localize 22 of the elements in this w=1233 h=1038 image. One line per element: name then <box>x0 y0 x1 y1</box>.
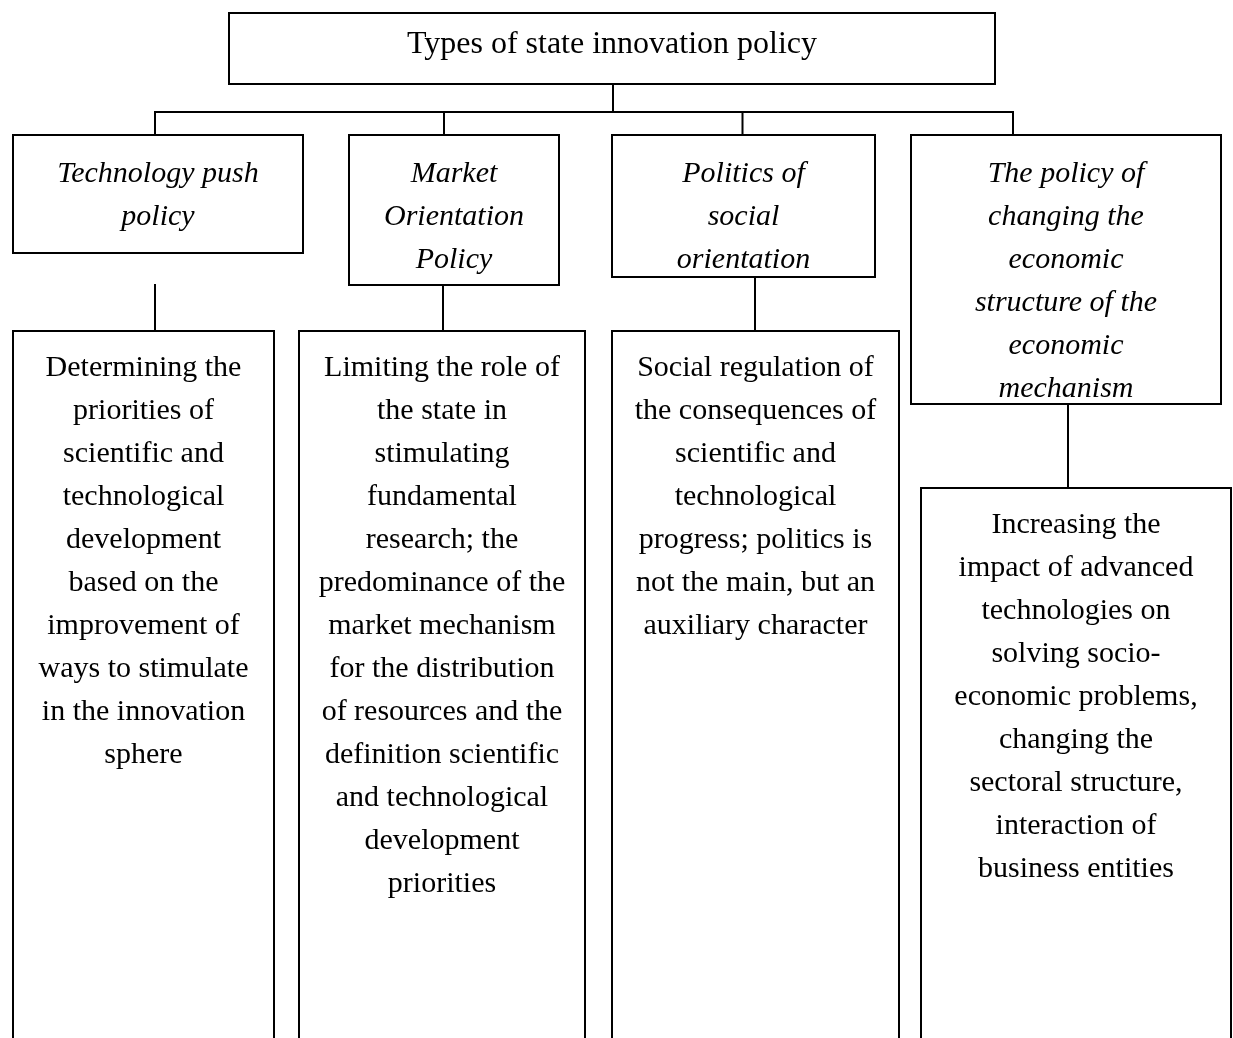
description-box <box>298 330 586 1038</box>
connector-line <box>754 277 756 331</box>
policy-type-box <box>910 134 1222 405</box>
root-label: Types of state innovation policy <box>406 23 818 62</box>
policy-description: Increasing the impact of advanced technologies on solving socio-economic problems, changing the sectoral structure, interaction of business entities <box>953 505 1199 885</box>
connector-line <box>154 283 156 331</box>
policy-type-label: The policy of changing the economic structure of the economic mechanism <box>973 154 1159 403</box>
description-box <box>12 330 275 1038</box>
description-box <box>611 330 900 1038</box>
title-box <box>228 12 996 85</box>
policy-type-box <box>348 134 560 286</box>
description-box <box>920 487 1232 1038</box>
connector-line <box>442 285 444 331</box>
policy-type-label: Market Orientation Policy <box>383 154 525 276</box>
policy-description: Limiting the role of the state in stimulating fundamental research; the predominance of the market mechanism for the distribution of resources and the definition scientific and technological development priorities <box>318 348 566 900</box>
policy-type-label: Technology push policy <box>56 154 260 233</box>
policy-type-label: Politics of social orientation <box>675 154 812 276</box>
policy-description: Determining the priorities of scientific and technological development based on the improvement of ways to stimulate in the innovation sphere <box>37 348 250 771</box>
policy-type-box <box>12 134 304 254</box>
connector-line <box>1067 404 1069 488</box>
policy-type-box <box>611 134 876 278</box>
policy-description: Social regulation of the consequences of scientific and technological progress; politics is not the main, but an auxiliary character <box>633 348 878 642</box>
